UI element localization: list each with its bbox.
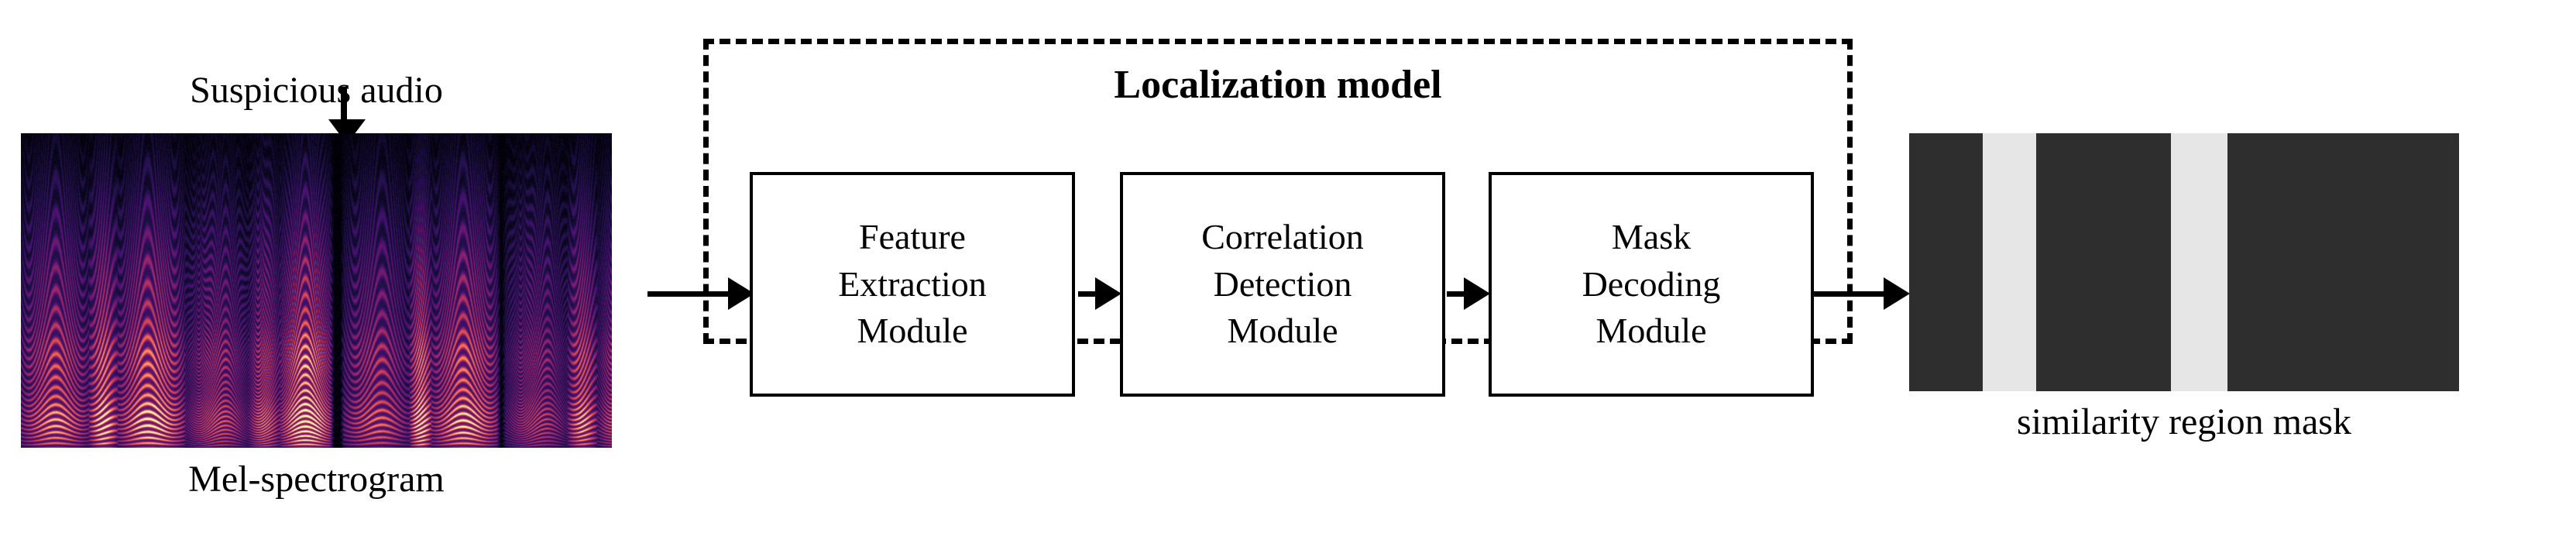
arrow-mask-decoding-to-output-icon xyxy=(1812,277,1910,310)
mel-spectrogram-image xyxy=(21,133,612,448)
mask-decoding-module-label: Mask Decoding Module xyxy=(1582,216,1721,351)
localization-model-title: Localization model xyxy=(1114,63,1442,107)
mask-highlight-band xyxy=(2170,133,2228,391)
similarity-region-mask-label: similarity region mask xyxy=(2017,401,2351,442)
mel-spectrogram-label: Mel-spectrogram xyxy=(188,459,445,500)
suspicious-audio-label: Suspicious audio xyxy=(190,70,443,111)
mask-highlight-band xyxy=(1983,133,2036,391)
arrow-correlation-to-mask-decoding-icon xyxy=(1447,277,1490,310)
similarity-region-mask-image xyxy=(1909,133,2459,391)
feature-extraction-module[interactable]: Feature Extraction Module xyxy=(750,172,1075,397)
correlation-detection-module-label: Correlation Detection Module xyxy=(1201,216,1364,351)
correlation-detection-module[interactable]: Correlation Detection Module xyxy=(1120,172,1445,397)
arrow-feature-to-correlation-icon xyxy=(1078,277,1121,310)
mask-decoding-module[interactable]: Mask Decoding Module xyxy=(1489,172,1814,397)
feature-extraction-module-label: Feature Extraction Module xyxy=(838,216,987,351)
